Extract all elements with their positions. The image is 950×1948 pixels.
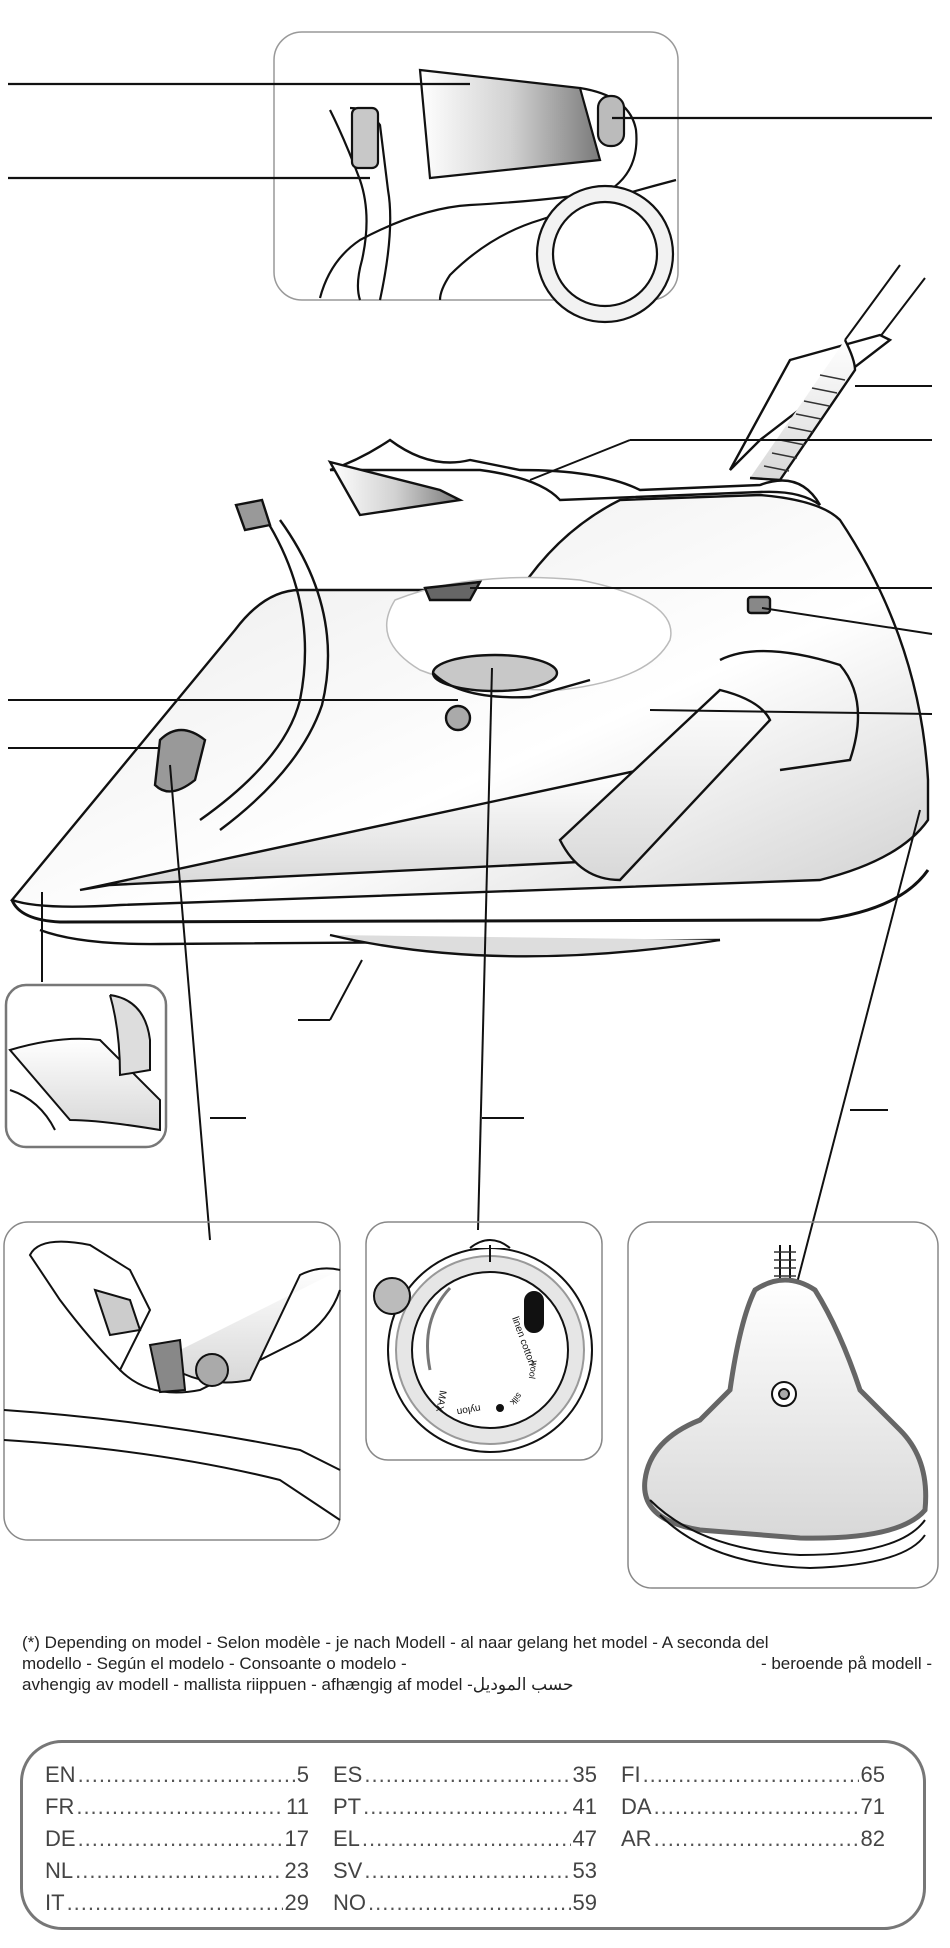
model-note: (*) Depending on model - Selon modèle - … (22, 1632, 932, 1695)
toc-leader (364, 1855, 570, 1887)
note-line-2-right: - beroende på modell - (760, 1654, 932, 1673)
toc-lang: NL (45, 1858, 74, 1883)
toc-page: 53 (572, 1858, 597, 1883)
toc-leader (78, 1823, 283, 1855)
toc-entry-no[interactable]: NO 59 (333, 1887, 597, 1919)
toc-leader (654, 1823, 859, 1855)
toc-entry-fi[interactable]: FI 65 (621, 1759, 885, 1791)
callout-lines (8, 385, 933, 1311)
note-line-3: avhengig av modell - mallista riippuen -… (22, 1675, 574, 1694)
toc-page: 47 (572, 1826, 597, 1851)
toc-entry-nl[interactable]: NL 23 (45, 1855, 309, 1887)
toc-leader (654, 1791, 859, 1823)
toc-page: 65 (860, 1762, 885, 1787)
toc-entry-de[interactable]: DE 17 (45, 1823, 309, 1855)
toc-page: 82 (860, 1826, 885, 1851)
toc-lang: AR (621, 1826, 652, 1851)
toc-entry-fr[interactable]: FR 11 (45, 1791, 309, 1823)
toc-entry-it[interactable]: IT 29 (45, 1887, 309, 1919)
toc-page: 59 (572, 1890, 597, 1915)
toc-page: 5 (296, 1762, 309, 1787)
toc-lang: IT (45, 1890, 65, 1915)
dial-label-max: MAX (433, 1389, 448, 1413)
dial-label-nylon: nylon (456, 1402, 481, 1417)
note-line-1: (*) Depending on model - Selon modèle - … (22, 1633, 769, 1652)
toc-lang: FR (45, 1794, 75, 1819)
toc-page: 71 (860, 1794, 885, 1819)
toc-leader (363, 1791, 570, 1823)
iron-body (9, 264, 930, 958)
toc-entry-da[interactable]: DA 71 (621, 1791, 885, 1823)
toc-page: 29 (284, 1890, 309, 1915)
toc-lang: DA (621, 1794, 652, 1819)
toc-entry-ar[interactable]: AR 82 (621, 1823, 885, 1855)
toc-page: 11 (286, 1794, 309, 1819)
toc-leader (368, 1887, 571, 1919)
toc-lang: SV (333, 1858, 363, 1883)
toc-leader (76, 1791, 284, 1823)
toc-page: 41 (572, 1794, 597, 1819)
toc-lang: DE (45, 1826, 76, 1851)
toc-leader (78, 1759, 295, 1791)
language-column-3: FI 65 DA 71 AR 82 (621, 1759, 885, 1855)
toc-leader (67, 1887, 283, 1919)
toc-page: 23 (284, 1858, 309, 1883)
toc-leader (643, 1759, 859, 1791)
detail-temperature-dial: linen cotton wool silk nylon MAX (365, 1221, 603, 1461)
toc-lang: EN (45, 1762, 76, 1787)
toc-leader (364, 1759, 570, 1791)
detail-cord-connector (627, 1221, 939, 1589)
note-line-2: modello - Según el modelo - Consoante o … (22, 1653, 932, 1674)
language-column-2: ES 35 PT 41 EL 47 SV 53 NO 59 (333, 1759, 597, 1919)
toc-lang: EL (333, 1826, 360, 1851)
toc-entry-es[interactable]: ES 35 (333, 1759, 597, 1791)
toc-leader (362, 1823, 571, 1855)
toc-entry-pt[interactable]: PT 41 (333, 1791, 597, 1823)
language-index: EN 5 FR 11 DE 17 NL 23 IT 29 ES 35 PT 41 EL 47 S… (20, 1740, 926, 1930)
detail-soleplate-tip (4, 983, 168, 1149)
toc-lang: NO (333, 1890, 366, 1915)
toc-leader (75, 1855, 282, 1887)
toc-entry-el[interactable]: EL 47 (333, 1823, 597, 1855)
toc-lang: FI (621, 1762, 641, 1787)
iron-illustration: linen cotton wool silk nylon MAX (3, 31, 939, 1589)
detail-trigger (3, 1221, 341, 1541)
language-column-1: EN 5 FR 11 DE 17 NL 23 IT 29 (45, 1759, 309, 1919)
dial-label-wool: wool (527, 1359, 540, 1380)
note-line-2-left: modello - Según el modelo - Consoante o … (22, 1654, 407, 1673)
toc-page: 17 (284, 1826, 309, 1851)
toc-entry-en[interactable]: EN 5 (45, 1759, 309, 1791)
toc-lang: ES (333, 1762, 363, 1787)
toc-lang: PT (333, 1794, 362, 1819)
toc-entry-sv[interactable]: SV 53 (333, 1855, 597, 1887)
detail-top-controls (8, 31, 932, 324)
toc-page: 35 (572, 1762, 597, 1787)
